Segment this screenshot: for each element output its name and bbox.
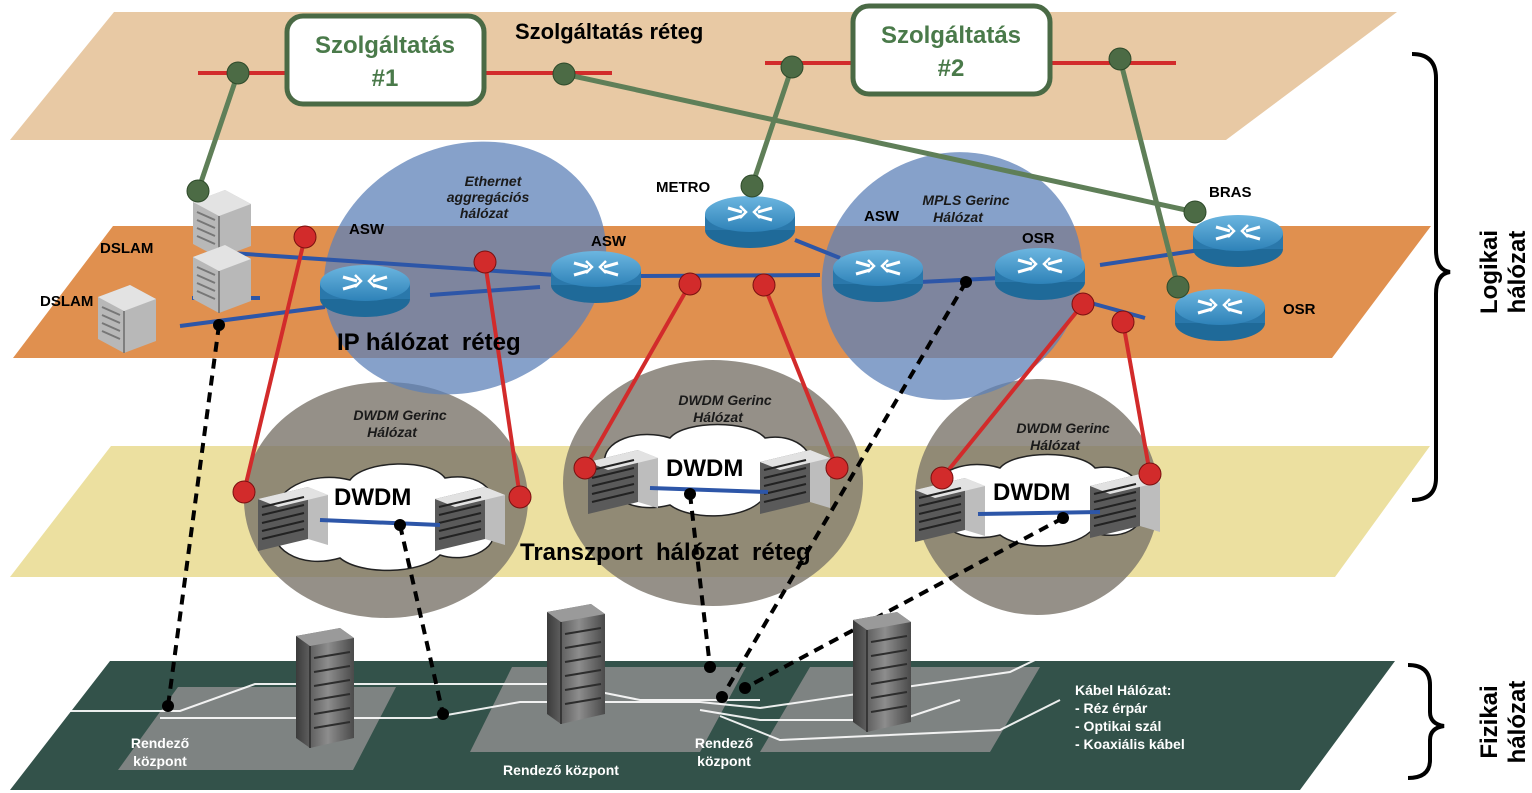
svg-text:aggregációs: aggregációs	[447, 189, 530, 205]
metro-label: METRO	[656, 179, 710, 196]
svg-text:központ: központ	[697, 753, 751, 769]
asw-2-label: ASW	[591, 233, 627, 250]
svg-text:Logikai: Logikai	[1476, 230, 1503, 314]
router-osr-2	[1173, 287, 1267, 343]
dwdm-label-2: DWDM	[666, 455, 743, 482]
dslam-1-label: DSLAM	[100, 240, 153, 257]
dwdm-cloud-1-label: DWDM Gerinc Hálózat	[353, 407, 447, 440]
svg-text:- Réz érpár: - Réz érpár	[1075, 700, 1148, 716]
service-1-number: #1	[372, 65, 399, 92]
svg-text:Rendező: Rendező	[695, 735, 753, 751]
svg-text:Hálózat: Hálózat	[367, 424, 418, 440]
distribution-center-1-label: Rendező központ	[131, 735, 189, 769]
ethernet-cloud-label: Ethernet aggregációs hálózat	[447, 173, 530, 221]
dwdm-cloud-2-label: DWDM Gerinc Hálózat	[678, 392, 772, 425]
router-asw-1	[318, 263, 412, 319]
service-2-number: #2	[938, 55, 965, 82]
dashed-links	[166, 280, 1064, 715]
osr-1-label: OSR	[1022, 230, 1055, 247]
svg-text:MPLS Gerinc: MPLS Gerinc	[922, 192, 1009, 208]
dwdm-cloud-3-label: DWDM Gerinc Hálózat	[1016, 420, 1110, 453]
green-links	[195, 58, 1196, 288]
svg-text:Hálózat: Hálózat	[1030, 437, 1081, 453]
logical-brace	[1411, 52, 1451, 502]
router-asw-2	[549, 249, 643, 305]
svg-text:DWDM Gerinc: DWDM Gerinc	[678, 392, 772, 408]
svg-text:Rendező: Rendező	[131, 735, 189, 751]
svg-text:Fizikai: Fizikai	[1476, 685, 1503, 758]
service-1-box[interactable]: Szolgáltatás #1	[284, 13, 487, 107]
router-asw-3	[831, 248, 925, 304]
rack-1	[295, 627, 355, 749]
svg-text:Hálózat: Hálózat	[933, 209, 984, 225]
logical-side-label: Logikai hálózat	[1476, 230, 1531, 314]
mpls-cloud-bg	[821, 152, 1083, 400]
svg-text:hálózat: hálózat	[1504, 681, 1531, 764]
distribution-pad-2	[470, 667, 746, 752]
green-dots	[186, 47, 1207, 299]
svg-text:Ethernet: Ethernet	[465, 173, 523, 189]
ip-layer-title: IP hálózat réteg	[337, 329, 521, 356]
svg-text:- Optikai szál: - Optikai szál	[1075, 718, 1161, 734]
asw-3-label: ASW	[864, 208, 900, 225]
svg-text:- Koaxiális kábel: - Koaxiális kábel	[1075, 736, 1185, 752]
dwdm-label-1: DWDM	[334, 484, 411, 511]
rack-3	[852, 611, 912, 733]
service-2-label: Szolgáltatás	[881, 22, 1021, 49]
mpls-cloud-label: MPLS Gerinc Hálózat	[922, 192, 1009, 225]
red-links	[242, 236, 1152, 498]
bras-label: BRAS	[1209, 184, 1252, 201]
physical-brace	[1407, 663, 1445, 780]
svg-text:Kábel Hálózat:: Kábel Hálózat:	[1075, 682, 1171, 698]
svg-text:központ: központ	[133, 753, 187, 769]
distribution-center-2-label: Rendező központ	[503, 762, 619, 778]
service-2-box[interactable]: Szolgáltatás #2	[850, 3, 1053, 97]
svg-text:Hálózat: Hálózat	[693, 409, 744, 425]
dwdm-node-2: DWDM	[587, 423, 831, 517]
service-1-label: Szolgáltatás	[315, 32, 455, 59]
svg-text:hálózat: hálózat	[1504, 231, 1531, 314]
dwdm-node-1: DWDM	[257, 463, 506, 572]
svg-text:DWDM Gerinc: DWDM Gerinc	[1016, 420, 1110, 436]
svg-text:hálózat: hálózat	[460, 205, 510, 221]
router-bras	[1191, 213, 1285, 269]
dwdm-label-3: DWDM	[993, 479, 1070, 506]
asw-1-label: ASW	[349, 221, 385, 238]
service-plane	[10, 12, 1397, 140]
osr-2-label: OSR	[1283, 301, 1316, 318]
service-layer-title: Szolgáltatás réteg	[515, 19, 703, 44]
distribution-center-3-label: Rendező központ	[695, 735, 753, 769]
dslam-2-label: DSLAM	[40, 293, 93, 310]
rack-2	[546, 603, 606, 725]
transport-layer-title: Transzport hálózat réteg	[520, 539, 811, 566]
dwdm-node-3: DWDM	[914, 453, 1161, 547]
red-dots	[232, 225, 1162, 509]
dashed-link-endpoints	[162, 276, 1069, 720]
router-osr-1	[993, 246, 1087, 302]
physical-side-label: Fizikai hálózat	[1476, 681, 1531, 764]
router-metro	[703, 194, 797, 250]
svg-text:DWDM Gerinc: DWDM Gerinc	[353, 407, 447, 423]
cable-network-legend: Kábel Hálózat: - Réz érpár - Optikai szá…	[1075, 682, 1185, 752]
